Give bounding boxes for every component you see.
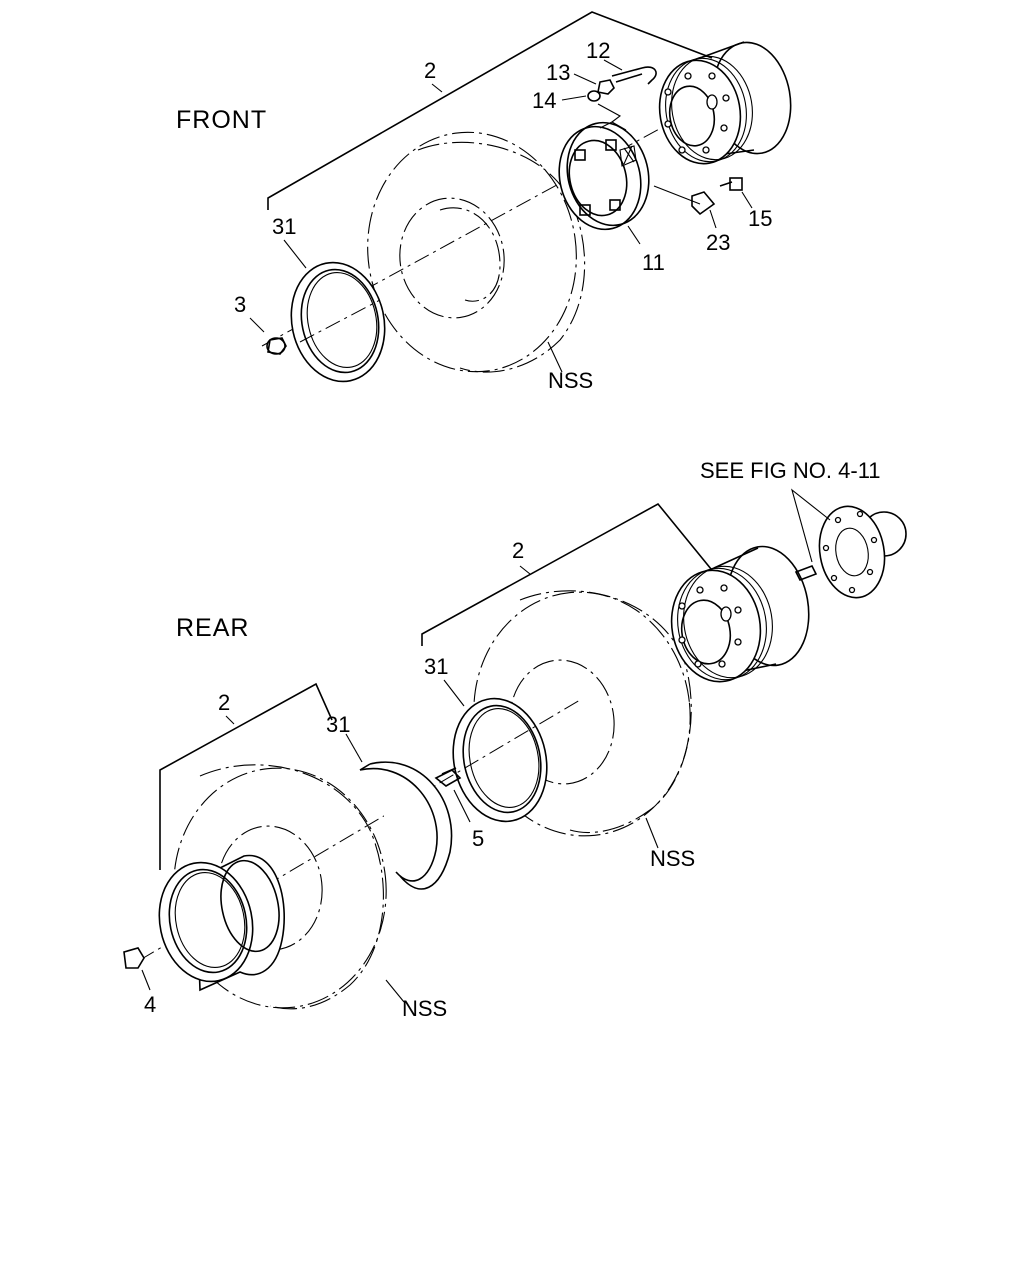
rear-outer-wheel-rim — [158, 854, 285, 992]
rear-axis-line — [139, 699, 581, 961]
rear-stud-5 — [434, 767, 471, 823]
rear-bracket-2-inner — [421, 502, 721, 646]
rear-hub-reference — [791, 488, 907, 599]
callout-front-3: 3 — [234, 292, 246, 317]
rear-inner-ring-31 — [443, 679, 548, 823]
rear-outer-ring-31 — [345, 733, 453, 890]
callout-rear-2-outer: 2 — [218, 690, 230, 715]
front-ring-31 — [283, 239, 386, 383]
front-nut-13 — [573, 73, 615, 95]
callout-front-13: 13 — [546, 60, 570, 85]
callout-rear-31-outer: 31 — [326, 712, 350, 737]
callout-front-nss: NSS — [548, 368, 593, 393]
rear-nut-4 — [123, 947, 151, 991]
callout-front-31: 31 — [272, 214, 296, 239]
front-clip-23-bolt-15 — [653, 177, 753, 229]
reference-note: SEE FIG NO. 4-11 — [700, 458, 881, 483]
callout-front-12: 12 — [586, 38, 610, 63]
callout-front-23: 23 — [706, 230, 730, 255]
callout-rear-5: 5 — [472, 826, 484, 851]
front-section-label: FRONT — [176, 106, 267, 134]
rear-bracket-2-outer — [159, 682, 333, 870]
front-assembly — [249, 11, 792, 383]
front-nut-3 — [249, 317, 287, 355]
callout-rear-nss-inner: NSS — [650, 846, 695, 871]
callout-rear-nss-outer: NSS — [402, 996, 447, 1021]
rear-assembly — [123, 488, 907, 1010]
front-wheel-rim — [658, 41, 792, 165]
front-washer-14 — [561, 90, 622, 123]
front-disc-11 — [558, 121, 650, 245]
callout-rear-31-inner: 31 — [424, 654, 448, 679]
callout-rear-2-inner: 2 — [512, 538, 524, 563]
front-valve-12 — [603, 59, 657, 85]
callout-front-15: 15 — [748, 206, 772, 231]
front-bracket-2 — [267, 11, 713, 210]
callout-rear-4: 4 — [144, 992, 156, 1017]
rear-section-label: REAR — [176, 614, 249, 642]
rear-inner-wheel-rim — [670, 545, 810, 683]
callout-front-14: 14 — [532, 88, 556, 113]
callout-front-11: 11 — [642, 250, 665, 275]
callout-front-2: 2 — [424, 58, 436, 83]
front-tire — [367, 131, 586, 373]
